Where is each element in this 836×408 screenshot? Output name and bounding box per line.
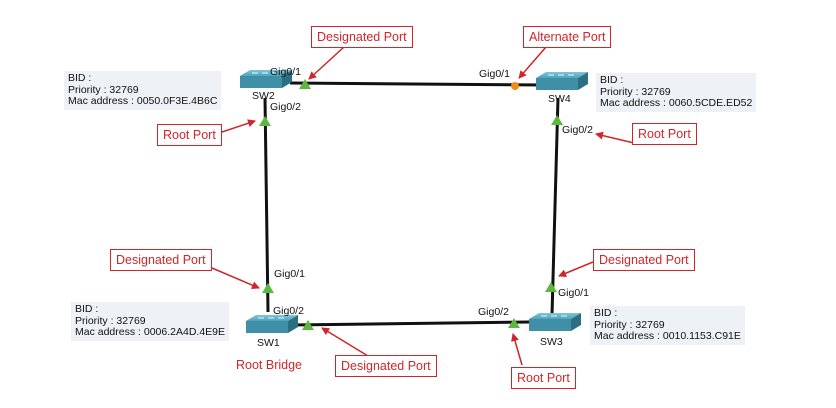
port-indicator-sw4-gig01 <box>511 82 519 90</box>
switch-sw2-icon[interactable] <box>240 70 292 88</box>
callout-sw4-gig02: Root Port <box>632 123 697 145</box>
arrow-sw2-gig01 <box>308 46 345 80</box>
switch-sw4-icon[interactable] <box>536 72 588 90</box>
bid-box-sw3: BID : Priority : 32769 Mac address : 001… <box>590 306 745 345</box>
arrow-sw3-gig01 <box>558 261 594 278</box>
bid-mac: Mac address : 0050.0F3E.4B6C <box>68 95 218 107</box>
switch-label-sw4: SW4 <box>548 93 571 105</box>
callout-sw4-gig01: Alternate Port <box>523 26 612 48</box>
port-indicator-sw2-gig02 <box>259 116 271 126</box>
switch-sw3-icon[interactable] <box>529 313 581 331</box>
callout-sw3-gig01: Designated Port <box>593 249 695 271</box>
port-label-sw4-gig02: Gig0/2 <box>562 124 593 136</box>
port-indicator-sw3-gig02 <box>508 318 520 328</box>
callout-sw1-gig01: Designated Port <box>110 249 212 271</box>
port-label-sw4-gig01: Gig0/1 <box>479 68 510 80</box>
port-indicator-sw4-gig02 <box>551 115 563 125</box>
bid-title: BID : <box>600 74 624 86</box>
bid-mac: Mac address : 0006.2A4D.4E9E <box>75 326 226 338</box>
bid-box-sw2: BID : Priority : 32769 Mac address : 005… <box>64 71 222 110</box>
arrow-sw2-gig02 <box>218 119 256 134</box>
port-label-sw3-gig02: Gig0/2 <box>478 306 509 318</box>
port-indicator-sw1-gig02 <box>302 320 314 330</box>
link-sw2-sw1 <box>263 97 270 313</box>
root-bridge-label: Root Bridge <box>236 358 303 372</box>
arrow-sw3-gig02 <box>511 333 523 366</box>
bid-title: BID : <box>68 72 92 84</box>
port-label-sw1-gig01: Gig0/1 <box>274 268 305 280</box>
link-sw2-sw4 <box>289 81 546 87</box>
port-label-sw2-gig01: Gig0/1 <box>270 66 301 78</box>
bid-priority: Priority : 32769 <box>600 85 671 98</box>
bid-mac: Mac address : 0010.1153.C91E <box>594 330 741 342</box>
bid-priority: Priority : 32769 <box>68 83 139 96</box>
bid-title: BID : <box>75 303 99 315</box>
bid-priority: Priority : 32769 <box>75 314 146 327</box>
link-sw1-sw3 <box>291 320 531 327</box>
switch-label-sw2: SW2 <box>252 90 275 102</box>
callout-sw2-gig02: Root Port <box>157 124 222 146</box>
arrow-sw4-gig02 <box>595 131 635 144</box>
callout-sw3-gig02: Root Port <box>511 367 576 389</box>
switch-label-sw3: SW3 <box>540 336 563 348</box>
bid-box-sw4: BID : Priority : 32769 Mac address : 006… <box>596 73 757 112</box>
port-indicator-sw3-gig01 <box>545 282 557 292</box>
port-label-sw3-gig01: Gig0/1 <box>558 287 589 299</box>
switch-label-sw1: SW1 <box>257 337 280 349</box>
port-indicator-sw1-gig01 <box>262 283 274 293</box>
port-label-sw2-gig02: Gig0/2 <box>270 101 301 113</box>
arrow-sw1-gig01 <box>211 267 260 289</box>
port-indicator-sw2-gig01 <box>299 79 311 89</box>
callout-sw1-gig02: Designated Port <box>335 355 437 377</box>
bid-priority: Priority : 32769 <box>594 318 665 331</box>
bid-mac: Mac address : 0060.5CDE.ED52 <box>600 97 753 109</box>
callout-sw2-gig01: Designated Port <box>311 26 413 48</box>
port-label-sw1-gig02: Gig0/2 <box>273 305 304 317</box>
arrow-sw4-gig01 <box>518 46 547 79</box>
bid-box-sw1: BID : Priority : 32769 Mac address : 000… <box>71 302 230 341</box>
switch-sw1-icon[interactable] <box>246 315 298 333</box>
arrow-sw1-gig02 <box>321 327 369 357</box>
bid-title: BID : <box>594 307 618 319</box>
link-sw4-sw3 <box>550 97 560 316</box>
